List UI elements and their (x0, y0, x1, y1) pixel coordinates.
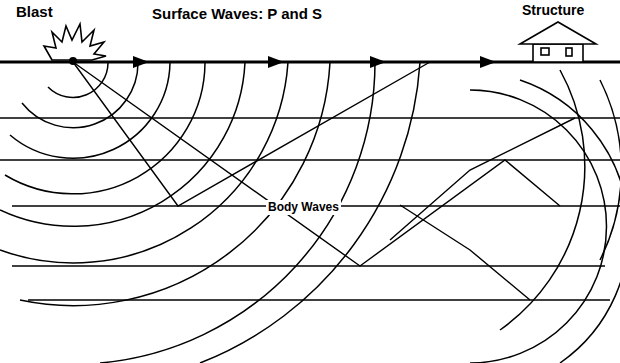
wave-fronts (0, 63, 620, 363)
surface-waves-label: Surface Waves: P and S (152, 6, 322, 23)
strata-lines (0, 118, 620, 300)
body-waves-label: Body Waves (266, 200, 341, 215)
blast-label: Blast (16, 4, 53, 21)
ray-paths (73, 62, 575, 300)
house-symbol (520, 22, 596, 62)
blast-starburst (44, 24, 106, 65)
structure-label: Structure (522, 3, 584, 18)
surface-arrows (133, 56, 496, 68)
ground-surface (0, 61, 620, 64)
